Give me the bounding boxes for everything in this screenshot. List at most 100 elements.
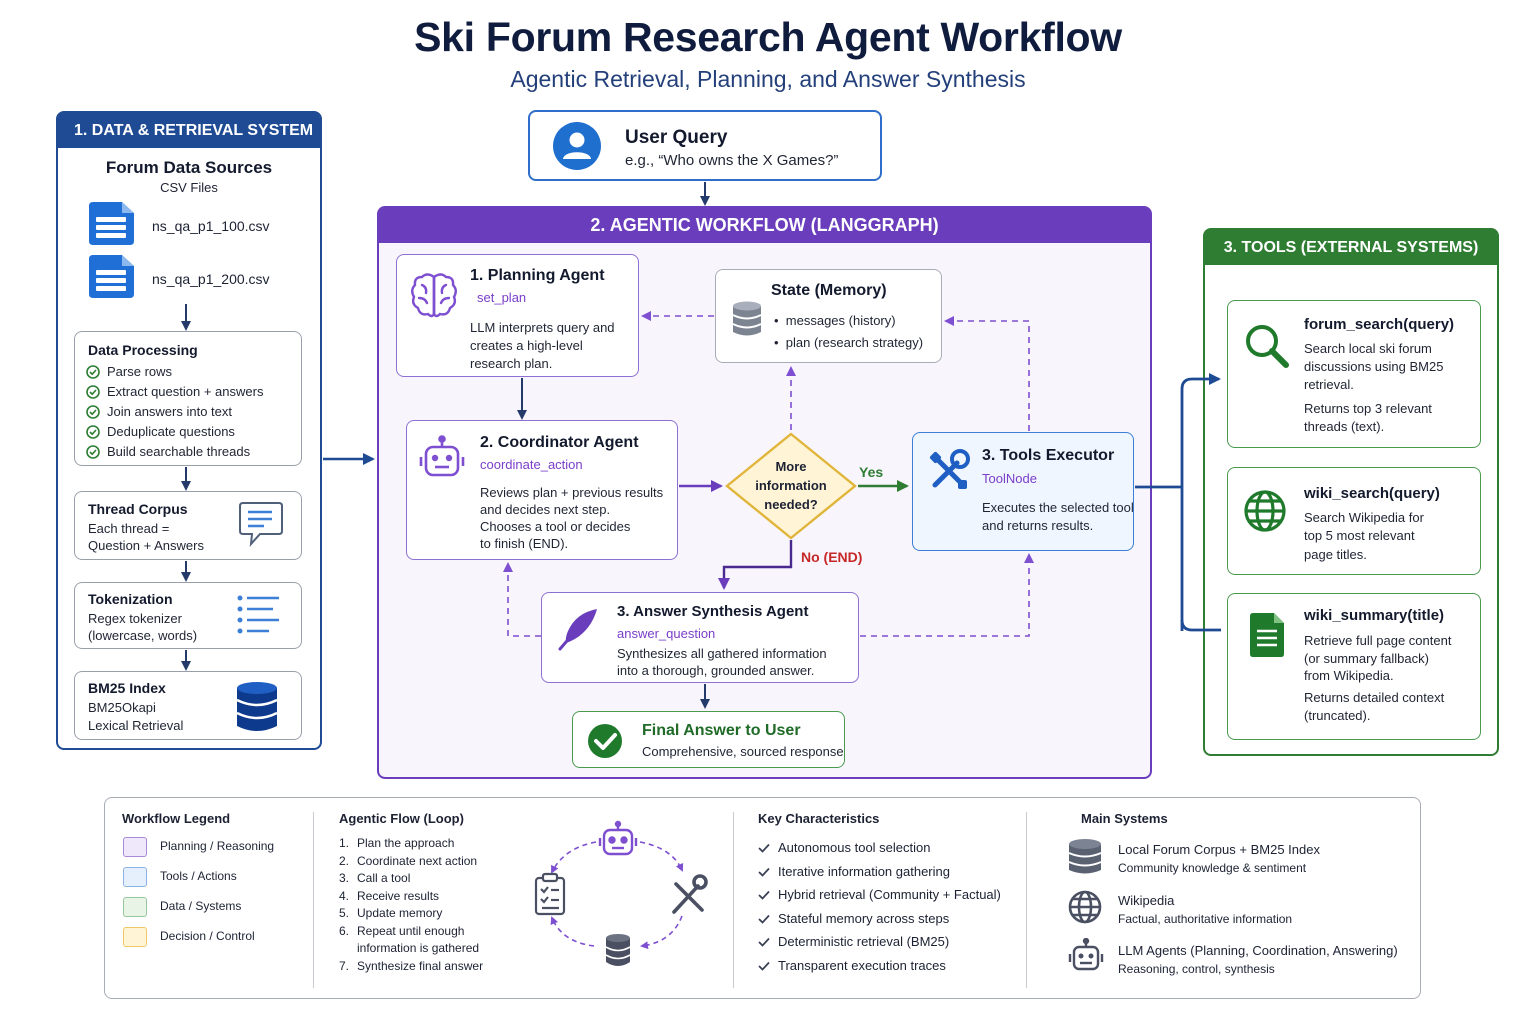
flow-step-text: Receive results xyxy=(357,888,440,903)
checkmark-icon xyxy=(588,724,622,758)
checkmark-icon xyxy=(758,914,770,924)
robot-icon xyxy=(598,820,638,856)
final-answer-title: Final Answer to User xyxy=(642,722,801,739)
thread-corpus-title: Thread Corpus xyxy=(88,501,188,517)
processing-step: Build searchable threads xyxy=(107,444,251,459)
final-answer-desc: Comprehensive, sourced response xyxy=(642,744,844,759)
bm25-line2: Lexical Retrieval xyxy=(88,718,184,733)
key-characteristic: Autonomous tool selection xyxy=(778,840,931,855)
wiki-search-tool-box: wiki_search(query) Search Wikipedia for … xyxy=(1227,467,1481,575)
legend-swatch xyxy=(123,867,147,887)
globe-icon xyxy=(1068,890,1102,924)
flow-step-text: Call a tool xyxy=(357,871,411,885)
wiki-summary-title: wiki_summary(title) xyxy=(1304,607,1445,624)
checkmark-icon xyxy=(758,867,770,877)
flow-step-number: 2. xyxy=(339,853,350,868)
tokenization-title: Tokenization xyxy=(88,591,173,607)
forum-search-tool-box: forum_search(query) Search local ski for… xyxy=(1227,300,1481,448)
bm25-line1: BM25Okapi xyxy=(88,700,156,715)
flow-step-number: 4. xyxy=(339,888,350,903)
check-circle-icon xyxy=(86,385,100,399)
flow-step-text: Synthesize final answer xyxy=(357,958,484,973)
tools-executor-box: 3. Tools Executor ToolNode Executes the … xyxy=(912,432,1134,551)
planning-desc-1: LLM interprets query and xyxy=(470,320,615,335)
main-system-2-title: Wikipedia xyxy=(1118,893,1175,908)
legend-label: Planning / Reasoning xyxy=(160,839,275,853)
thread-corpus-line1: Each thread = xyxy=(88,521,170,536)
synthesis-desc-1: Synthesizes all gathered information xyxy=(617,646,827,661)
database-icon xyxy=(1068,839,1102,874)
main-system-1-title: Local Forum Corpus + BM25 Index xyxy=(1118,842,1320,857)
thread-corpus-line2: Question + Answers xyxy=(88,538,204,553)
state-item-1-text: messages (history) xyxy=(785,313,896,328)
user-query-box: User Query e.g., “Who owns the X Games?” xyxy=(528,110,882,181)
check-circle-icon xyxy=(86,405,100,419)
tokenization-box: Tokenization Regex tokenizer (lowercase,… xyxy=(74,582,302,649)
checkmark-icon xyxy=(758,961,770,971)
wiki-search-desc-1: Search Wikipedia for xyxy=(1304,510,1424,525)
flow-step-number: 3. xyxy=(339,871,350,885)
wiki-summary-desc-2: (or summary fallback) xyxy=(1304,651,1429,666)
check-circle-icon xyxy=(86,425,100,439)
flow-step-number: 6. xyxy=(339,923,350,938)
bm25-index-box: BM25 Index BM25Okapi Lexical Retrieval xyxy=(74,671,302,740)
key-characteristic: Hybrid retrieval (Community + Factual) xyxy=(778,887,1001,903)
csv-file-icon xyxy=(89,255,134,298)
legend-label: Data / Systems xyxy=(160,899,242,913)
checkmark-icon xyxy=(758,891,770,900)
user-icon xyxy=(553,122,601,170)
key-characteristic: Stateful memory across steps xyxy=(778,910,950,926)
wiki-summary-tool-box: wiki_summary(title) Retrieve full page c… xyxy=(1227,593,1481,740)
synthesis-title: 3. Answer Synthesis Agent xyxy=(617,603,809,620)
brain-icon xyxy=(411,273,457,318)
legend-swatch xyxy=(123,897,147,917)
synthesis-fn: answer_question xyxy=(617,626,716,641)
flow-step-number: 7. xyxy=(339,958,350,973)
tools-executor-fn: ToolNode xyxy=(982,471,1037,486)
bm25-title: BM25 Index xyxy=(88,680,166,696)
decision-yes-label: Yes xyxy=(859,464,884,480)
wiki-summary-returns-2: (truncated). xyxy=(1304,708,1371,723)
flow-step-text: Repeat until enough xyxy=(357,923,465,938)
page-subtitle: Agentic Retrieval, Planning, and Answer … xyxy=(510,66,1026,92)
robot-icon xyxy=(419,435,465,477)
synthesis-desc-2: into a thorough, grounded answer. xyxy=(617,663,815,678)
executor-desc-1: Executes the selected tool xyxy=(982,500,1134,515)
tools-icon xyxy=(672,874,708,914)
database-icon xyxy=(732,301,762,336)
state-memory-title: State (Memory) xyxy=(771,282,887,299)
main-system-3-desc: Reasoning, control, synthesis xyxy=(1118,962,1275,976)
forum-returns-2: threads (text). xyxy=(1304,419,1385,434)
search-icon xyxy=(1246,325,1289,368)
key-characteristic: Transparent execution traces xyxy=(778,958,946,973)
page-title: Ski Forum Research Agent Workflow xyxy=(414,14,1122,60)
forum-returns-1: Returns top 3 relevant xyxy=(1304,401,1432,416)
robot-icon xyxy=(1068,938,1104,971)
user-query-example: e.g., “Who owns the X Games?” xyxy=(625,152,839,169)
forum-sources-subtitle: CSV Files xyxy=(160,180,218,195)
flow-step-text: information is gathered xyxy=(357,941,480,955)
forum-desc-3: retrieval. xyxy=(1304,377,1354,392)
forum-search-title: forum_search(query) xyxy=(1304,316,1455,333)
processing-step: Join answers into text xyxy=(107,404,233,419)
globe-icon xyxy=(1244,490,1286,532)
legend-title: Workflow Legend xyxy=(122,811,231,826)
csv-file-1: ns_qa_p1_100.csv xyxy=(152,218,270,234)
data-retrieval-header: 1. DATA & RETRIEVAL SYSTEM xyxy=(58,113,320,148)
agentic-loop-diagram xyxy=(534,820,708,966)
check-circle-icon xyxy=(86,445,100,459)
document-icon xyxy=(1250,613,1284,657)
key-characteristic: Iterative information gathering xyxy=(778,863,950,879)
check-circle-icon xyxy=(86,365,100,379)
user-query-title: User Query xyxy=(625,127,728,148)
flow-step-number: 5. xyxy=(339,906,350,920)
processing-step: Deduplicate questions xyxy=(107,424,235,439)
final-answer-box: Final Answer to User Comprehensive, sour… xyxy=(572,711,845,768)
coordinator-desc-4: to finish (END). xyxy=(480,536,569,551)
decision-line-1: More xyxy=(775,459,807,474)
planning-desc-2: creates a high-level xyxy=(470,338,583,353)
tools-executor-title: 3. Tools Executor xyxy=(982,447,1115,464)
wiki-summary-returns-1: Returns detailed context xyxy=(1304,690,1445,705)
data-processing-title: Data Processing xyxy=(88,342,198,358)
feather-pen-icon xyxy=(558,609,597,651)
